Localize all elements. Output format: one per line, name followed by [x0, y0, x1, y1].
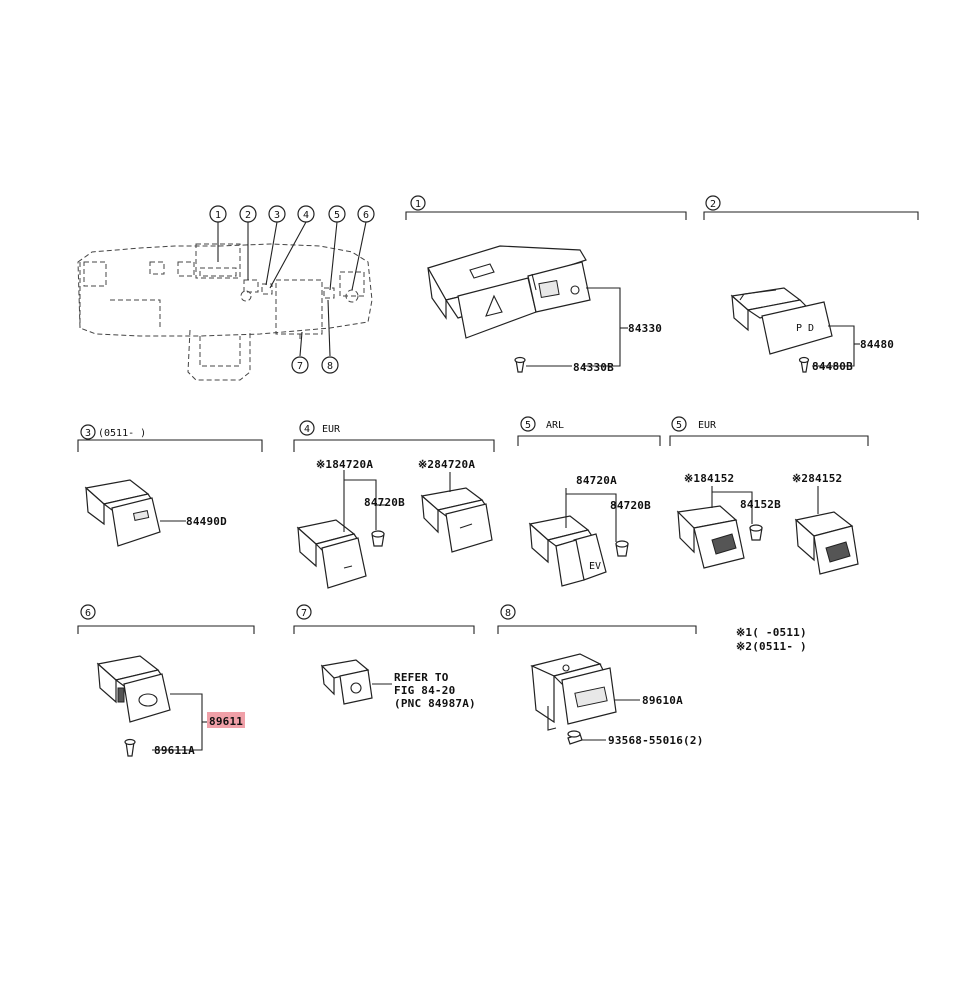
footnote-2: ※2(0511- ) — [736, 640, 807, 653]
part-number-84330: 84330 — [628, 322, 662, 335]
section-number: 8 — [505, 608, 511, 619]
section-number: 5 — [676, 420, 682, 431]
section-5-arl: 5 ARL 84720A EV 84720B — [517, 416, 661, 587]
overview-callout-4: 4 — [297, 205, 315, 223]
part-number-84480b: 84480B — [812, 360, 853, 373]
section-number: 4 — [304, 424, 310, 435]
section-6: 6 89611 89611A — [77, 604, 255, 757]
section-header: ARL — [546, 420, 564, 431]
part-number-84720b: 84720B — [364, 496, 405, 509]
section-number: 3 — [85, 428, 91, 439]
switch-refer — [320, 659, 373, 705]
section-number: 7 — [301, 608, 307, 619]
switch-284720a — [420, 487, 493, 553]
part-number-89611: 89611 — [209, 715, 243, 728]
part-number-84720a: 84720A — [576, 474, 617, 487]
section-number: 6 — [85, 608, 91, 619]
section-2: 2 P D 84480 84480B — [703, 195, 919, 373]
callout-number: 7 — [297, 361, 303, 372]
overview-callout-3: 3 — [268, 205, 286, 223]
refer-note-line-2: FIG 84-20 — [394, 684, 455, 697]
callout-number: 3 — [274, 210, 280, 221]
callout-number: 1 — [215, 210, 221, 221]
callout-number: 5 — [334, 210, 340, 221]
instrument-panel-overview: 1 2 3 4 5 6 7 8 — [77, 205, 375, 381]
section-7: 7 REFER TO FIG 84-20 (PNC 84987A) — [293, 604, 476, 710]
overview-callout-1: 1 — [209, 205, 227, 223]
section-number: 5 — [525, 420, 531, 431]
overview-callout-8: 8 — [321, 356, 339, 374]
part-number-84490d: 84490D — [186, 515, 227, 528]
footnotes: ※1( -0511) ※2(0511- ) — [736, 626, 807, 653]
switch-184152 — [676, 505, 745, 569]
section-header: EUR — [698, 420, 717, 431]
refer-note-line-1: REFER TO — [394, 671, 449, 684]
clip-84152b — [749, 524, 763, 541]
switch-89611 — [96, 655, 171, 723]
section-4: 4 EUR ※184720A ※284720A 84720B — [293, 420, 495, 589]
clip-89611a — [124, 738, 136, 757]
highlight-89611 — [207, 712, 245, 728]
part-number-84480: 84480 — [860, 338, 894, 351]
part-number-284720a: ※284720A — [418, 458, 475, 471]
part-number-84152b: 84152B — [740, 498, 781, 511]
part-number-184152: ※184152 — [684, 472, 734, 485]
footnote-1: ※1( -0511) — [736, 626, 807, 639]
overview-callout-7: 7 — [291, 356, 309, 374]
part-number-184720a: ※184720A — [316, 458, 373, 471]
clip-84330b — [514, 356, 526, 373]
section-header: EUR — [322, 424, 341, 435]
callout-number: 6 — [363, 210, 369, 221]
callout-number: 4 — [303, 210, 309, 221]
overview-callout-5: 5 — [328, 205, 346, 223]
section-8: 8 89610A 93568-55016(2) — [497, 604, 704, 747]
ev-glyph: EV — [589, 561, 601, 572]
callout-number: 2 — [245, 210, 251, 221]
switch-184720a — [296, 519, 367, 589]
clip-84720b-s5 — [615, 540, 629, 557]
bracket-assembly — [530, 653, 617, 731]
section-3: 3 (0511- ) 84490D — [77, 424, 263, 547]
overview-callout-2: 2 — [239, 205, 257, 223]
hazard-switch-assembly — [427, 245, 591, 339]
section-header: (0511- ) — [98, 428, 146, 439]
switch-84480: P D — [730, 287, 833, 355]
switch-84490d — [84, 479, 161, 547]
part-number-284152: ※284152 — [792, 472, 842, 485]
clip-84480b — [798, 356, 810, 373]
section-number: 2 — [710, 199, 716, 210]
section-1: 1 84330 84330B — [405, 195, 687, 374]
switch-284152 — [794, 511, 859, 575]
screw-93568 — [567, 730, 583, 745]
part-number-89611a: 89611A — [154, 744, 195, 757]
part-number-93568-55016: 93568-55016(2) — [608, 734, 704, 747]
part-number-84720b: 84720B — [610, 499, 651, 512]
section-5-eur: 5 EUR ※184152 ※284152 84152B — [669, 416, 869, 575]
switch-glyph: P D — [796, 323, 814, 334]
clip-84720b-s4 — [371, 530, 385, 547]
section-number: 1 — [415, 199, 421, 210]
switch-84720a-ev: EV — [528, 515, 607, 587]
overview-callout-6: 6 — [357, 205, 375, 223]
refer-note-line-3: (PNC 84987A) — [394, 697, 476, 710]
part-number-89610a: 89610A — [642, 694, 683, 707]
part-number-84330b: 84330B — [573, 361, 614, 374]
callout-number: 8 — [327, 361, 333, 372]
